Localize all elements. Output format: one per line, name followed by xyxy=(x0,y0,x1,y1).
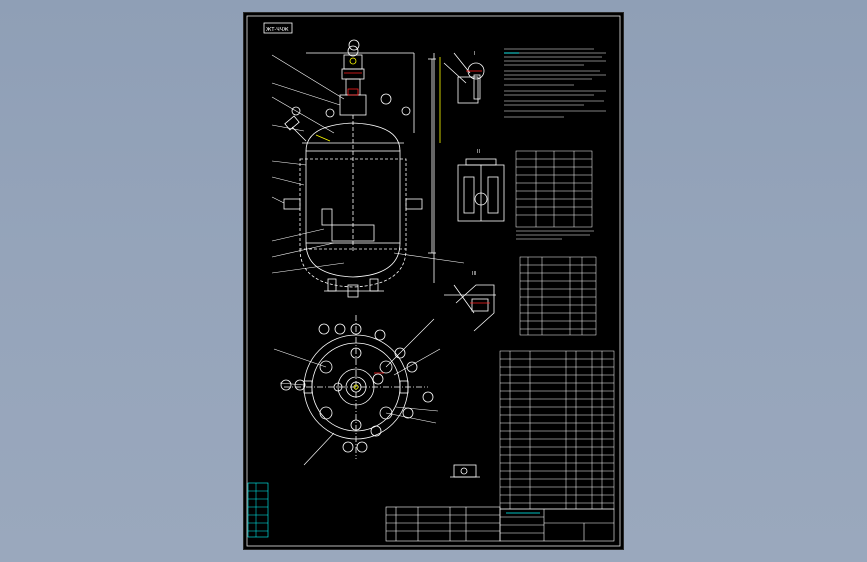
side-stamp xyxy=(247,482,269,538)
drawing-border xyxy=(246,15,621,547)
support-lug-left xyxy=(283,198,301,210)
plan-leaders xyxy=(273,318,441,466)
detail-bottom-mid xyxy=(450,464,480,478)
plan-balloons xyxy=(280,323,434,453)
detail-II xyxy=(457,158,505,222)
design-data-table xyxy=(515,150,593,228)
detail-III xyxy=(444,284,496,332)
cad-drawing: ЖТ-ЧЧЖ I II III xyxy=(246,15,621,547)
vessel-elevation xyxy=(283,45,436,298)
color-accents xyxy=(315,52,540,514)
vessel-plan-view xyxy=(284,315,428,459)
technical-notes xyxy=(504,48,606,118)
bottom-head xyxy=(305,242,401,278)
frame-tag-box xyxy=(263,22,293,34)
motor-top-icon xyxy=(347,45,359,57)
revision-block xyxy=(385,506,501,542)
frame-tag: ЖТ-ЧЧЖ xyxy=(266,27,289,33)
drawing-sheet: ЖТ-ЧЧЖ I II III xyxy=(244,13,623,549)
detail-label-III: III xyxy=(472,271,476,277)
upper-head xyxy=(305,122,401,152)
detail-I xyxy=(443,52,485,104)
nozzle-table xyxy=(519,256,597,336)
detail-label-I: I xyxy=(474,51,475,57)
left-leaders xyxy=(271,54,465,274)
vessel-shell xyxy=(305,150,401,244)
support-lug-right xyxy=(405,198,423,210)
title-block xyxy=(499,508,615,542)
motor-body xyxy=(343,54,363,70)
parts-list xyxy=(499,350,615,510)
detail-label-II: II xyxy=(477,149,480,155)
agitator-blade xyxy=(331,224,375,242)
table1-notes xyxy=(516,230,594,240)
nozzle-markers xyxy=(291,39,411,118)
